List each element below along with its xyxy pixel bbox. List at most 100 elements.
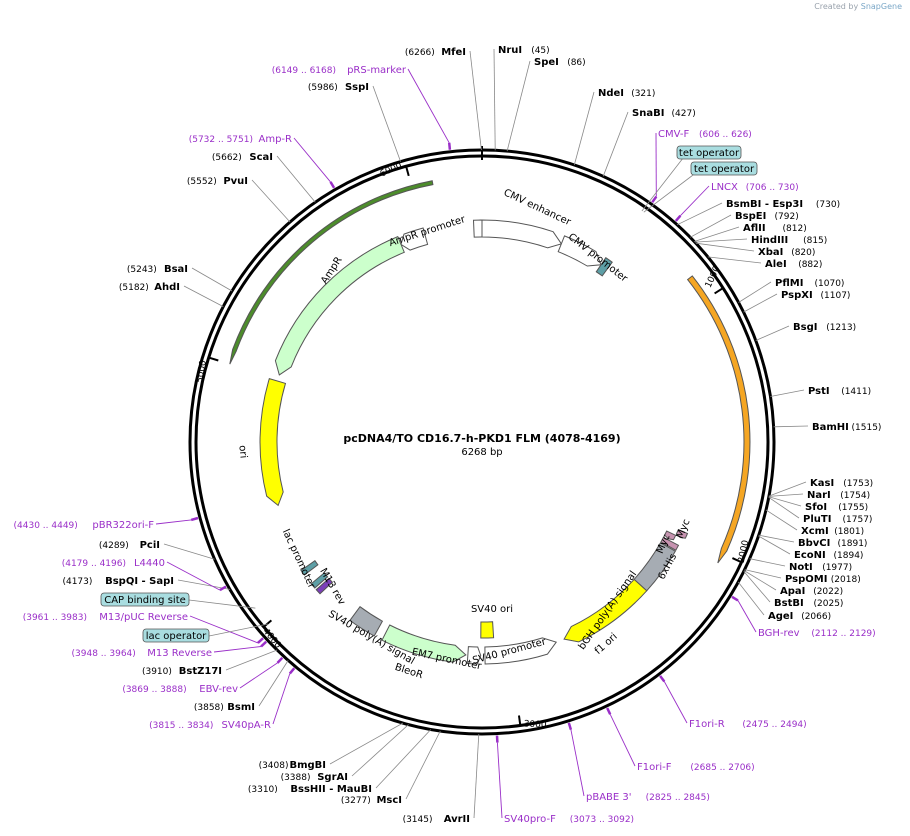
primer-leader-line <box>663 681 688 724</box>
site-position: (1755) <box>838 503 868 513</box>
site-name: PluTI <box>803 514 831 525</box>
site-name: AflII <box>743 223 766 234</box>
primer-position: (3961 .. 3983) <box>23 613 87 623</box>
site-name: MscI <box>376 795 402 806</box>
primer-position: (3073 .. 3092) <box>570 815 634 825</box>
primer-position: (3815 .. 3834) <box>149 721 213 731</box>
primer-position: (2825 .. 2845) <box>646 793 710 803</box>
site-position: (1754) <box>840 491 870 501</box>
his-tag <box>660 536 680 551</box>
site-position: (5243) <box>127 265 157 275</box>
site-position: (812) <box>783 224 807 234</box>
feature-label: SV40 ori <box>471 604 513 615</box>
site-position: (3408) <box>259 761 289 771</box>
primer-position: (2685 .. 2706) <box>690 763 754 773</box>
tick-mark-3000 <box>517 715 522 726</box>
site-leader-line <box>251 179 291 223</box>
site-position: (1753) <box>843 479 873 489</box>
tick-mark-5000 <box>208 356 219 362</box>
site-position: (815) <box>803 236 827 246</box>
myc-tag-1 <box>675 528 689 539</box>
primer-name: F1ori-R <box>689 719 725 730</box>
site-position: (3910) <box>142 667 172 677</box>
primer-leader-line <box>609 714 636 767</box>
site-name: NdeI <box>598 88 624 99</box>
tick-label-2000: 2000 <box>737 539 752 564</box>
sv40-ori <box>480 621 495 639</box>
site-position: (5986) <box>308 83 338 93</box>
site-position: (1213) <box>826 323 856 333</box>
primer-site-mark <box>257 637 264 644</box>
lac-operator-mark <box>310 572 329 589</box>
site-position: (4289) <box>99 541 129 551</box>
site-name: EcoNI <box>794 550 826 561</box>
feature-label: Myc <box>675 518 693 541</box>
boxed-feature-label: tet operator <box>694 164 755 175</box>
primer-site-mark <box>329 181 336 189</box>
tick-mark-2000 <box>731 557 742 564</box>
tet-operator-box <box>595 257 613 277</box>
primer-leader-line <box>737 600 757 633</box>
site-leader-line <box>493 48 496 151</box>
cmv-enhancer-arrow <box>481 219 563 249</box>
boxed-feature-bg <box>690 161 758 176</box>
primer-name: pBR322ori-F <box>92 520 154 531</box>
primer-site-mark <box>260 640 268 648</box>
site-position: (1894) <box>834 551 864 561</box>
site-name: PstI <box>808 386 830 397</box>
site-leader-line <box>225 649 278 671</box>
tick-label-3000: 3000 <box>523 719 547 730</box>
box-leader-line <box>188 599 256 609</box>
site-name: SpeI <box>534 57 559 68</box>
site-leader-line <box>758 535 791 555</box>
primer-site-mark <box>659 675 666 683</box>
site-name: SfoI <box>805 502 827 513</box>
primer-site-mark <box>567 722 573 730</box>
site-position: (5182) <box>119 283 149 293</box>
site-position: (1891) <box>838 539 868 549</box>
primer-leader-line <box>570 729 585 797</box>
site-leader-line <box>351 724 409 777</box>
site-position: (3277) <box>341 796 371 806</box>
site-position: (4173) <box>62 577 92 587</box>
site-position: (1757) <box>843 515 873 525</box>
site-leader-line <box>743 571 771 603</box>
tick-label-4000: 4000 <box>260 627 283 651</box>
site-position: (3388) <box>281 773 311 783</box>
site-position: (1515) <box>852 423 882 433</box>
site-name: PflMI <box>775 278 803 289</box>
tick-mark-4000 <box>263 619 273 628</box>
primer-position: (2475 .. 2494) <box>742 720 806 730</box>
primer-site-mark <box>731 595 739 602</box>
sv40-promoter <box>484 637 558 665</box>
box-leader-line <box>643 168 702 213</box>
primer-site-mark <box>447 142 452 150</box>
site-leader-line <box>707 256 762 264</box>
site-name: BstZ17I <box>179 666 222 677</box>
primer-name: SV40pA-R <box>222 720 271 731</box>
primer-name: L4440 <box>134 558 165 569</box>
site-name: MfeI <box>441 47 466 58</box>
cmv-promoter <box>557 235 602 267</box>
cmv-enhancer-main <box>472 219 483 238</box>
site-position: (1977) <box>822 563 852 573</box>
site-name: NotI <box>789 562 813 573</box>
site-position: (792) <box>775 212 799 222</box>
site-leader-line <box>694 238 748 243</box>
primer-position: (706 .. 730) <box>746 183 799 193</box>
site-name: BspEI <box>735 211 766 222</box>
boxed-feature-bg <box>142 628 210 643</box>
site-name: PspXI <box>781 290 813 301</box>
ampr-orf-line <box>229 180 434 365</box>
site-name: PvuI <box>223 176 248 187</box>
site-leader-line <box>258 660 289 707</box>
tick-mark-1000 <box>714 287 724 295</box>
site-name: BsmI <box>227 702 255 713</box>
site-leader-line <box>690 214 732 238</box>
site-name: BstBI <box>774 598 804 609</box>
site-name: BbvCI <box>798 538 830 549</box>
m13-rev-mark <box>315 577 334 595</box>
tick-label-5000: 5000 <box>195 359 209 384</box>
box-leader-line <box>641 152 688 212</box>
